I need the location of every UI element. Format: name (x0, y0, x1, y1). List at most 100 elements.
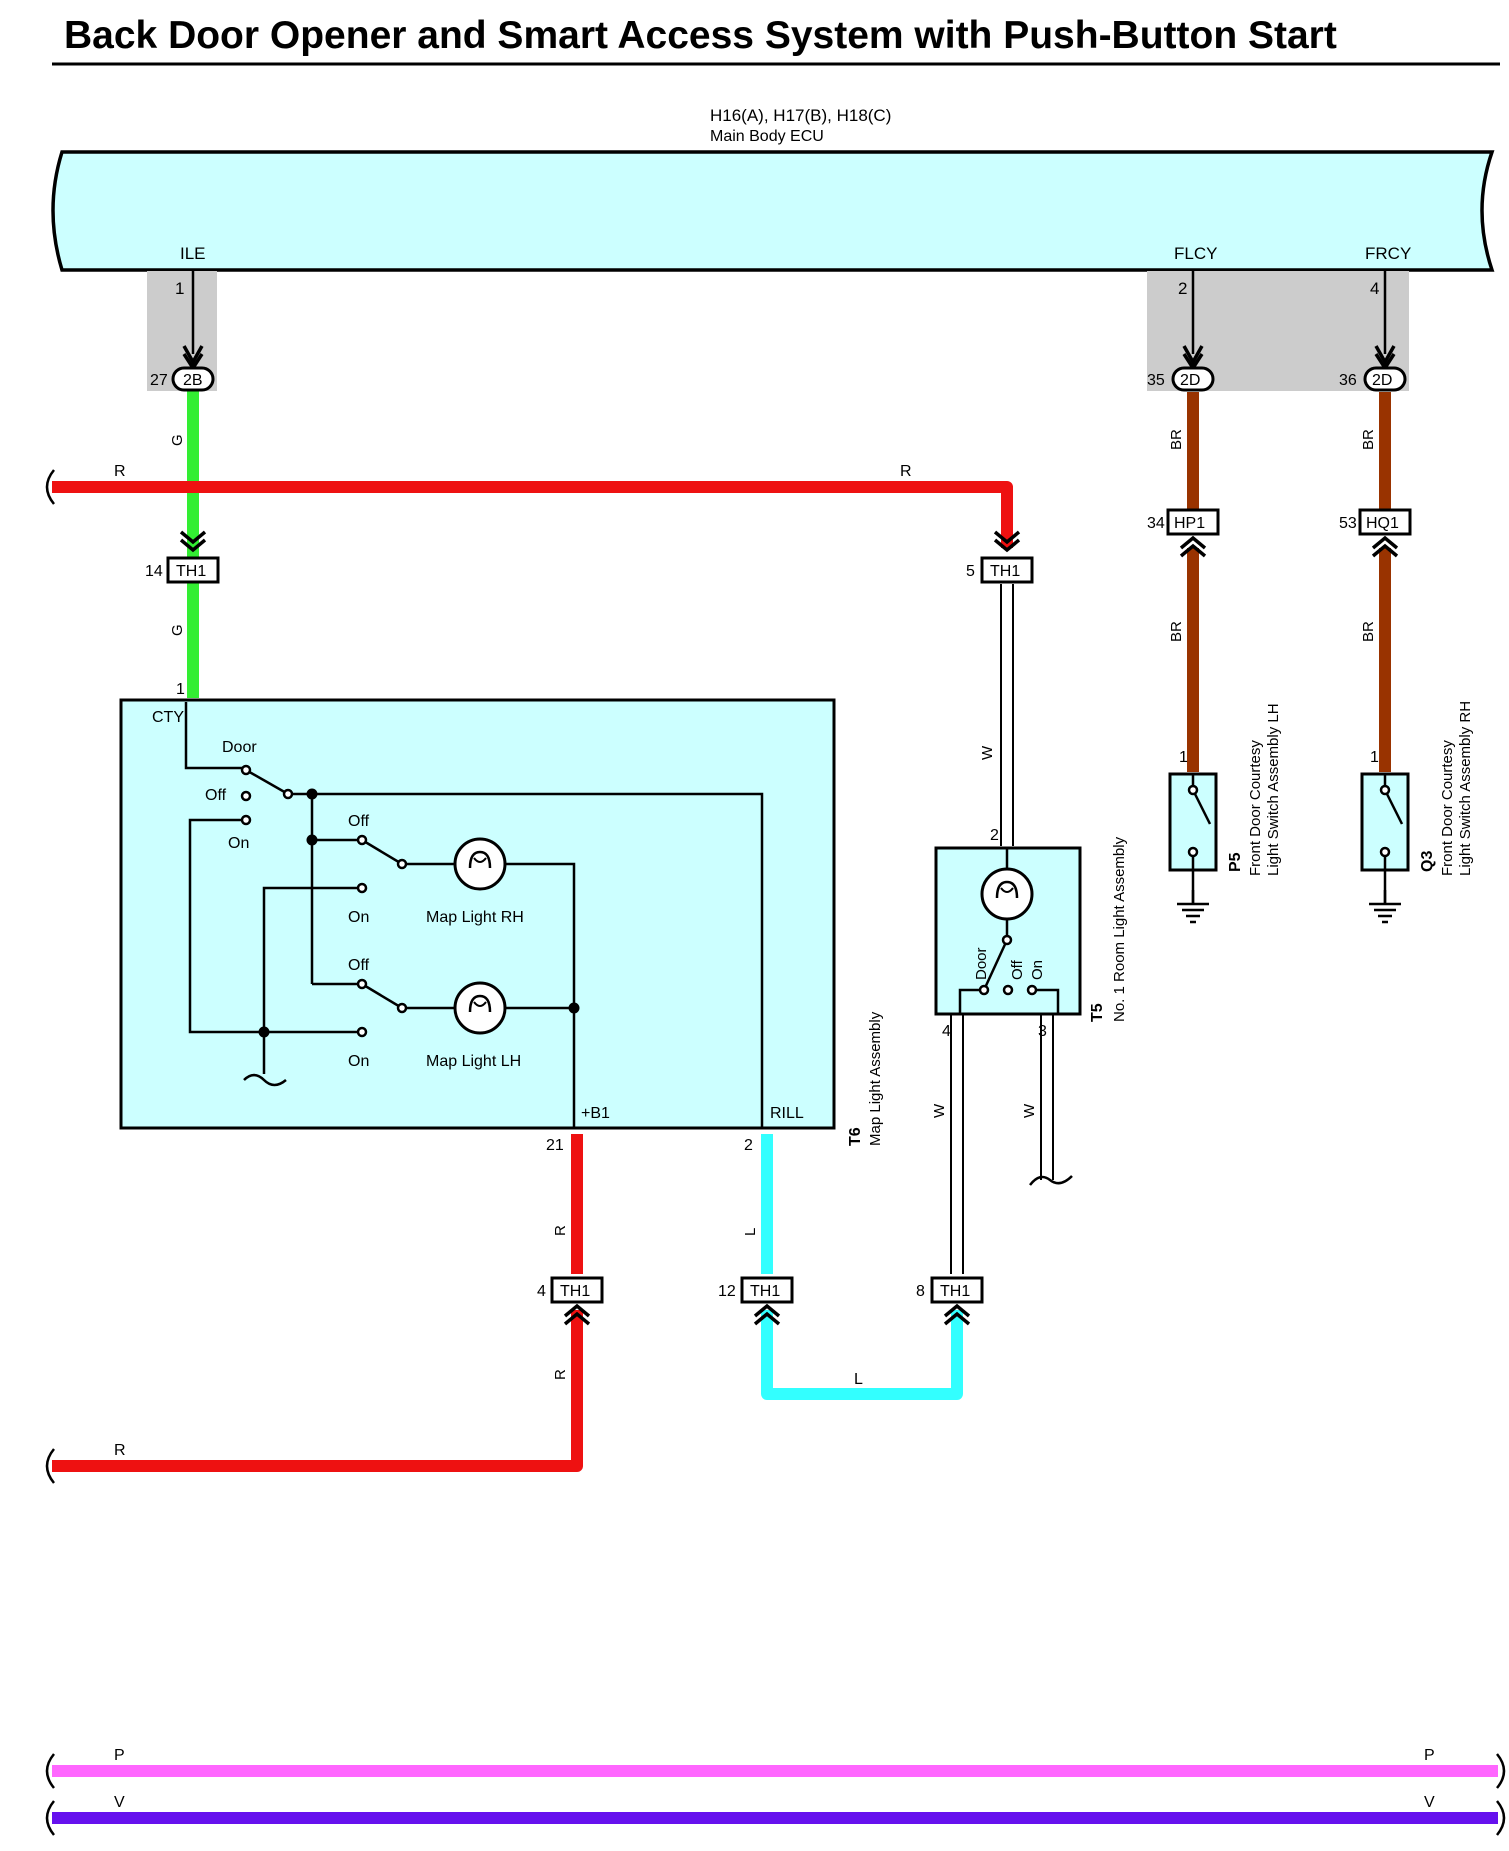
ecu-pin-number-ile: 1 (175, 279, 184, 298)
ecu-pin-label-ile: ILE (180, 244, 206, 263)
door-switch-lh-code: P5 (1227, 852, 1244, 872)
junction-2d-frcy: 2D 36 (1339, 366, 1407, 392)
map-light-rh-off-label: Off (348, 813, 370, 830)
wire-w-room-light-top (1000, 584, 1014, 846)
svg-text:TH1: TH1 (990, 563, 1020, 580)
wire-l-lower (761, 1310, 963, 1400)
wire-label-v-left: V (114, 1794, 125, 1811)
map-light-pin-b1: 21 (546, 1137, 564, 1154)
map-light-lh-off-label: Off (348, 957, 370, 974)
wire-label-br-flcy-lower: BR (1168, 621, 1185, 642)
svg-text:2D: 2D (1372, 372, 1392, 389)
door-switch-lh: 1 P5 Front Door Courtesy Light Switch As… (1168, 703, 1282, 924)
map-light-label-rill: RILL (770, 1105, 804, 1122)
door-switch-lh-name-1: Front Door Courtesy (1247, 740, 1264, 876)
connector-th1-14-pin: 14 (145, 563, 163, 580)
room-light-pin-top: 2 (990, 827, 999, 844)
map-light-door-label: Door (222, 739, 257, 756)
wire-p-break-left (45, 1753, 55, 1789)
room-light-code: T5 (1089, 1003, 1106, 1022)
main-body-ecu-box (51, 150, 1495, 272)
wire-p-break-right (1496, 1753, 1506, 1789)
junction-2d-flcy: 2D 35 (1147, 366, 1215, 392)
svg-text:TH1: TH1 (750, 1283, 780, 1300)
door-switch-lh-pin: 1 (1179, 749, 1188, 766)
map-light-label-b1: +B1 (581, 1105, 610, 1122)
room-light-off-label: Off (1009, 959, 1026, 980)
map-light-rh-bulb (453, 837, 507, 891)
connector-hq1: HQ1 53 (1339, 508, 1412, 558)
door-switch-rh-ground-icon (1367, 888, 1403, 924)
junction-2b-pin: 27 (150, 372, 168, 389)
junction-2b: 2B 27 (150, 366, 215, 392)
room-light-assembly: 2 4 3 Door Off On T5 No. 1 Room Light As… (934, 827, 1128, 1040)
ecu-pin-number-flcy: 2 (1178, 279, 1187, 298)
connector-hq1-pin: 53 (1339, 515, 1357, 532)
door-switch-rh: 1 Q3 Front Door Courtesy Light Switch As… (1360, 701, 1474, 924)
connector-hp1: HP1 34 (1147, 508, 1220, 558)
wire-label-l-rill: L (742, 1228, 759, 1236)
door-switch-lh-ground-icon (1175, 888, 1211, 924)
wire-label-r-top-left: R (114, 463, 126, 480)
map-light-name: Map Light Assembly (867, 1011, 884, 1146)
wire-v-break-right (1496, 1800, 1506, 1836)
door-switch-rh-code: Q3 (1419, 851, 1436, 872)
connector-th1-8-pin: 8 (916, 1283, 925, 1300)
ecu-name: Main Body ECU (710, 128, 824, 145)
svg-text:HP1: HP1 (1174, 515, 1205, 532)
map-light-off-label: Off (205, 787, 227, 804)
wire-label-r-top-right: R (900, 463, 912, 480)
map-light-lh-label: Map Light LH (426, 1053, 521, 1070)
map-light-lh-bulb (453, 981, 507, 1035)
wire-label-g-upper: G (169, 434, 186, 446)
junction-2d-flcy-pin: 35 (1147, 372, 1165, 389)
ecu-pin-number-frcy: 4 (1370, 279, 1379, 298)
connector-th1-5-pin: 5 (966, 563, 975, 580)
wire-r-bottom-break (45, 1448, 55, 1484)
door-switch-rh-name-1: Front Door Courtesy (1439, 740, 1456, 876)
map-light-rh-on-label: On (348, 909, 369, 926)
wire-label-br-flcy-upper: BR (1168, 429, 1185, 450)
map-light-on-label: On (228, 835, 249, 852)
door-switch-rh-pin: 1 (1370, 749, 1379, 766)
room-light-name: No. 1 Room Light Assembly (1111, 836, 1128, 1022)
room-light-bulb (980, 867, 1034, 921)
connector-th1-14: TH1 14 (145, 530, 220, 584)
map-light-pin-rill: 2 (744, 1137, 753, 1154)
map-light-assembly: 1 CTY +B1 RILL 21 2 (119, 681, 884, 1154)
connector-th1-8: TH1 8 (916, 1276, 984, 1326)
connector-th1-4-pin: 4 (537, 1283, 546, 1300)
wire-w-room-light-pin3 (1029, 1014, 1073, 1186)
wire-label-r-b1-lower: R (552, 1369, 569, 1380)
room-light-pin-left: 4 (942, 1023, 951, 1040)
connector-th1-5: TH1 5 (966, 530, 1034, 584)
wire-label-v-right: V (1424, 1794, 1435, 1811)
room-light-pin-right: 3 (1038, 1023, 1047, 1040)
door-switch-lh-name-2: Light Switch Assembly LH (1265, 703, 1282, 876)
wire-label-br-frcy-lower: BR (1360, 621, 1377, 642)
ecu-pin-label-flcy: FLCY (1174, 244, 1217, 263)
wire-label-p-left: P (114, 1747, 125, 1764)
wire-label-w-room-top: W (979, 745, 996, 760)
page-title: Back Door Opener and Smart Access System… (64, 14, 1337, 57)
svg-text:TH1: TH1 (940, 1283, 970, 1300)
connector-th1-12: TH1 12 (718, 1276, 794, 1326)
connector-hp1-pin: 34 (1147, 515, 1165, 532)
svg-text:TH1: TH1 (176, 563, 206, 580)
wire-v-break-left (45, 1800, 55, 1836)
wire-label-br-frcy-upper: BR (1360, 429, 1377, 450)
wire-label-w-room-pin3: W (1021, 1103, 1038, 1118)
door-switch-rh-name-2: Light Switch Assembly RH (1457, 701, 1474, 876)
wire-label-g-lower: G (169, 624, 186, 636)
wire-r-top-break (45, 469, 55, 505)
svg-text:2B: 2B (183, 372, 203, 389)
svg-text:TH1: TH1 (560, 1283, 590, 1300)
map-light-code: T6 (847, 1127, 864, 1146)
wire-r-top (52, 481, 1013, 548)
ecu-pin-label-frcy: FRCY (1365, 244, 1411, 263)
wire-label-w-room-pin4: W (931, 1103, 948, 1118)
map-light-label-cty: CTY (152, 709, 184, 726)
ecu-connector-codes: H16(A), H17(B), H18(C) (710, 106, 891, 125)
junction-2d-frcy-pin: 36 (1339, 372, 1357, 389)
